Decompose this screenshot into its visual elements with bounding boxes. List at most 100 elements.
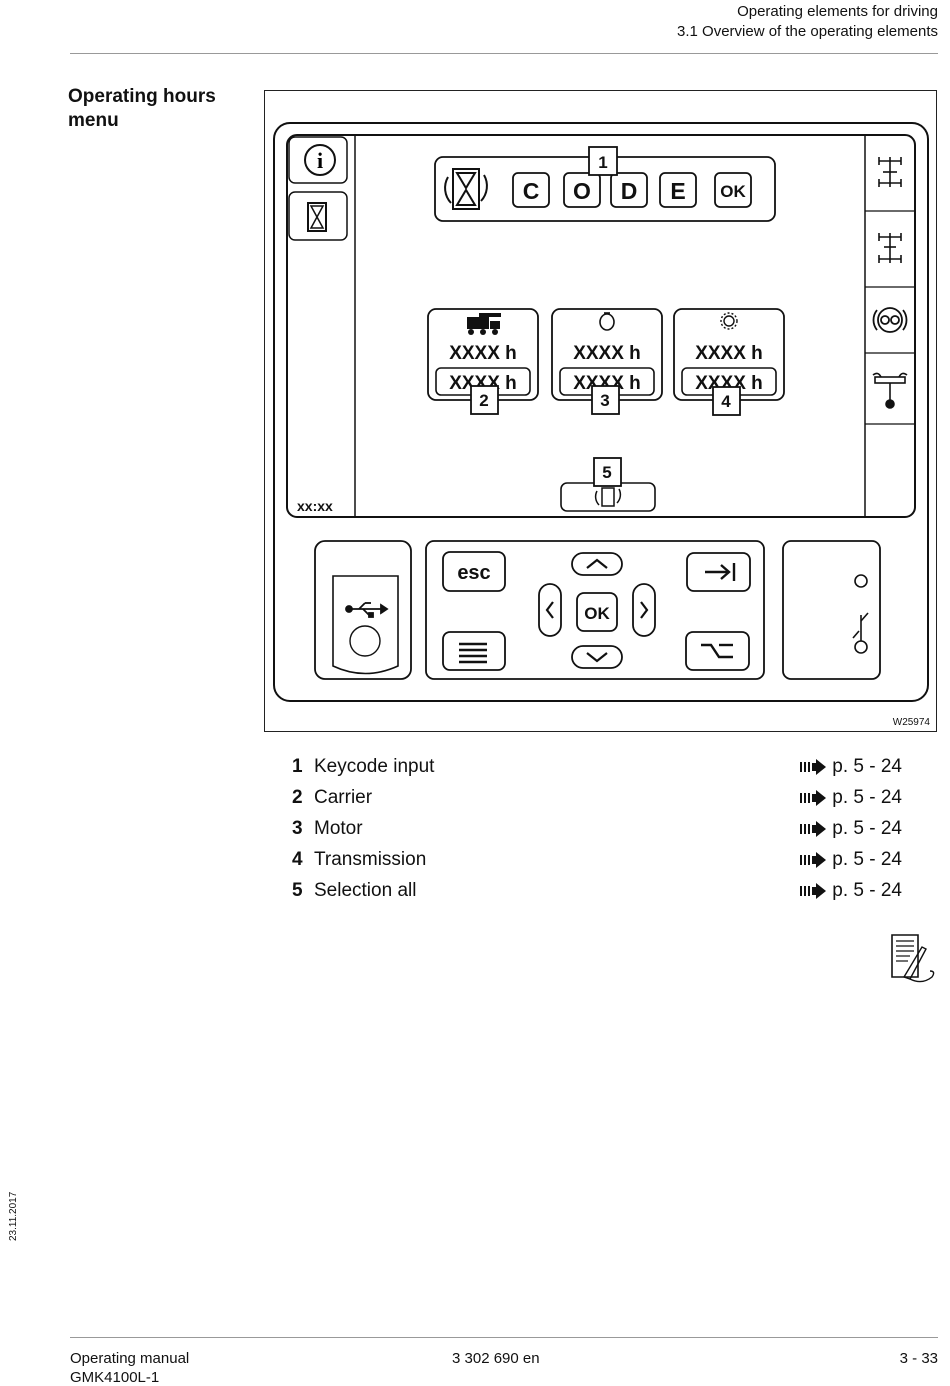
reference-arrow-icon [800, 821, 827, 837]
hourglass-tab-icon [288, 191, 348, 241]
footer-doc-number: 3 302 690 en [452, 1350, 540, 1367]
legend-label: Keycode input [314, 756, 435, 777]
chevron-right-icon [640, 601, 649, 619]
header-divider [70, 53, 938, 54]
callout-3 [591, 385, 620, 415]
legend-item: 4 Transmission p. 5 - 24 [292, 849, 902, 880]
code-letter-c: C [523, 178, 540, 204]
legend-item: 1 Keycode input p. 5 - 24 [292, 756, 902, 787]
operating-hours-figure: i [264, 90, 937, 732]
figure-id: W25974 [892, 717, 930, 728]
legend-number: 4 [292, 849, 303, 870]
legend-label: Motor [314, 818, 363, 839]
hourglass-refresh-icon [444, 168, 488, 210]
reference-arrow-icon [800, 852, 827, 868]
chevron-up-icon [586, 558, 608, 569]
select-all-refresh-icon [594, 487, 622, 507]
left-key [538, 583, 562, 637]
reference-arrow-icon [800, 883, 827, 899]
callout-5-label: 5 [602, 463, 611, 482]
page-reference-text: p. 5 - 24 [832, 849, 902, 870]
motor-icon [599, 312, 615, 331]
menu-lines-icon [459, 642, 487, 664]
footer-model: GMK4100L-1 [70, 1369, 160, 1386]
callout-1 [588, 146, 618, 176]
down-key [571, 645, 623, 669]
header-section: 3.1 Overview of the operating elements [677, 23, 938, 40]
page-reference-text: p. 5 - 24 [832, 818, 902, 839]
page-reference[interactable]: p. 5 - 24 [800, 787, 902, 809]
motor-trip-value: XXXX h [573, 373, 641, 394]
footer-doc-type: Operating manual [70, 1350, 190, 1367]
reference-arrow-icon [800, 759, 827, 775]
legend-number: 2 [292, 787, 303, 808]
up-key [571, 552, 623, 576]
callout-3-label: 3 [600, 391, 609, 410]
callout-4-label: 4 [721, 392, 731, 411]
document-note-icon [891, 934, 935, 983]
code-key-e [659, 172, 697, 208]
legend-label: Carrier [314, 787, 373, 808]
page-reference[interactable]: p. 5 - 24 [800, 818, 902, 840]
legend-item: 3 Motor p. 5 - 24 [292, 818, 902, 849]
callout-5 [593, 457, 622, 487]
callout-2 [470, 385, 499, 415]
code-ok-label: OK [720, 182, 746, 201]
code-letter-d: D [621, 178, 638, 204]
switch-key [685, 631, 750, 671]
tab-arrow-icon [705, 563, 736, 581]
footer-page-number: 3 - 33 [899, 1350, 938, 1367]
legend-number: 1 [292, 756, 303, 777]
transmission-hours-value: XXXX h [695, 343, 763, 364]
footer-divider [70, 1337, 938, 1338]
code-letter-e: E [670, 178, 685, 204]
callout-4 [712, 386, 741, 416]
esc-key [442, 551, 506, 592]
ok-key [576, 592, 618, 632]
tab-key [686, 552, 751, 592]
page-reference[interactable]: p. 5 - 24 [800, 880, 902, 902]
chevron-left-icon [545, 601, 554, 619]
code-letter-o: O [573, 178, 591, 204]
svg-text:i: i [317, 148, 323, 173]
legend: 1 Keycode input p. 5 - 24 2 Carrier p. 5… [292, 756, 902, 911]
carrier-truck-icon [467, 313, 501, 335]
steering-tab-icon [878, 233, 902, 263]
usb-port-housing [314, 540, 412, 680]
legend-label: Selection all [314, 880, 417, 901]
carrier-trip-value: XXXX h [449, 373, 517, 394]
indicator-lamp [854, 574, 868, 588]
page-reference[interactable]: p. 5 - 24 [800, 756, 902, 778]
legend-item: 2 Carrier p. 5 - 24 [292, 787, 902, 818]
carrier-hours-value: XXXX h [449, 343, 517, 364]
warning-panel [782, 540, 881, 680]
info-tab-icon: i [288, 136, 348, 184]
page-reference-text: p. 5 - 24 [832, 756, 902, 777]
legend-item: 5 Selection all p. 5 - 24 [292, 880, 902, 911]
code-key-c [512, 172, 550, 208]
page-reference-text: p. 5 - 24 [832, 787, 902, 808]
right-key [632, 583, 656, 637]
menu-key [442, 631, 506, 671]
page-reference-text: p. 5 - 24 [832, 880, 902, 901]
legend-number: 3 [292, 818, 303, 839]
code-key-ok [714, 172, 752, 208]
gear-icon [720, 312, 738, 330]
time-display: xx:xx [297, 498, 333, 514]
code-key-o [563, 172, 601, 208]
control-panel-drawing: i [273, 122, 929, 702]
code-key-d [610, 172, 648, 208]
select-all-button [560, 482, 656, 512]
legend-number: 5 [292, 880, 303, 901]
page-reference[interactable]: p. 5 - 24 [800, 849, 902, 871]
axle-tab-icon [878, 157, 902, 187]
legend-label: Transmission [314, 849, 427, 870]
esc-key-label: esc [457, 562, 490, 584]
switch-icon [701, 643, 733, 659]
thermometer-icon [852, 612, 869, 654]
print-date-text: 23.11.2017 [8, 1191, 19, 1241]
reference-arrow-icon [800, 790, 827, 806]
print-date: 23.11.2017 [6, 1185, 26, 1245]
usb-cover-knob [349, 625, 381, 657]
ok-key-label: OK [584, 604, 610, 623]
